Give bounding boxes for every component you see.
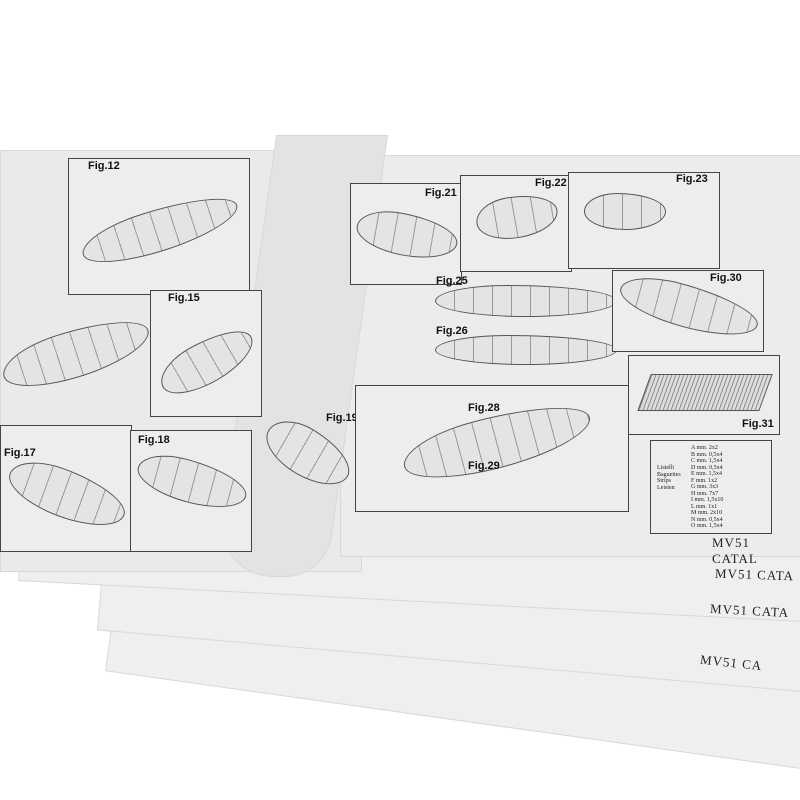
figure-label: Fig.12 <box>88 160 120 172</box>
legend-row: O mm. 1,5x4 <box>691 523 723 529</box>
legend-row: E mm. 1,5x4 <box>691 471 722 477</box>
legend-name: Listelli <box>657 465 674 471</box>
legend-name: Leisten <box>657 484 675 491</box>
figure-label: Fig.19 <box>326 412 358 424</box>
legend-row: H mm. 7x7 <box>691 490 719 497</box>
figure-label: Fig.18 <box>138 434 170 446</box>
legend-row: B mm. 0,5x4 <box>691 451 723 458</box>
figure-18 <box>130 430 252 552</box>
figure-28 <box>355 385 629 512</box>
figure-17 <box>0 425 133 552</box>
legend-row: M mm. 2x10 <box>691 510 723 516</box>
boat-drawing <box>435 335 617 365</box>
figure-30 <box>612 268 764 352</box>
figure-label: Fig.29 <box>468 460 500 472</box>
footer-title: MV51 CATAL <box>712 535 758 566</box>
boat-drawing <box>435 285 617 317</box>
legend-row: C mm. 1,5x4 <box>691 458 723 464</box>
figure-22 <box>460 175 572 272</box>
figure-23 <box>568 172 720 269</box>
figure-31 <box>628 355 780 435</box>
legend-row: I mm. 1,5x10 <box>691 497 724 503</box>
legend-row: L mm. 1x1 <box>691 503 718 510</box>
figure-label: Fig.23 <box>676 173 708 185</box>
figure-label: Fig.22 <box>535 177 567 189</box>
figure-label: Fig.17 <box>4 447 36 459</box>
figure-15 <box>150 290 262 417</box>
strips-legend-table: Listelli Baguettes Strips Leisten A mm. … <box>650 440 772 534</box>
figure-label: Fig.30 <box>710 272 742 284</box>
legend-row: D mm. 0,5x4 <box>691 464 723 471</box>
legend-row: F mm. 1x2 <box>691 477 718 484</box>
legend-row: G mm. 3x3 <box>691 484 719 490</box>
legend-row: N mm. 0,5x4 <box>691 516 723 523</box>
figure-label: Fig.25 <box>436 275 468 287</box>
legend-row: A mm. 2x2 <box>691 445 718 451</box>
legend-name: Baguettes <box>657 471 681 478</box>
figure-12 <box>68 158 250 295</box>
legend-name: Strips <box>657 478 672 484</box>
figure-21 <box>350 183 462 285</box>
figure-label: Fig.15 <box>168 292 200 304</box>
figure-label: Fig.26 <box>436 325 468 337</box>
figure-label: Fig.28 <box>468 402 500 414</box>
figure-label: Fig.21 <box>425 187 457 199</box>
footer-title: MV51 CATA <box>714 565 795 584</box>
figure-label: Fig.31 <box>742 418 774 430</box>
